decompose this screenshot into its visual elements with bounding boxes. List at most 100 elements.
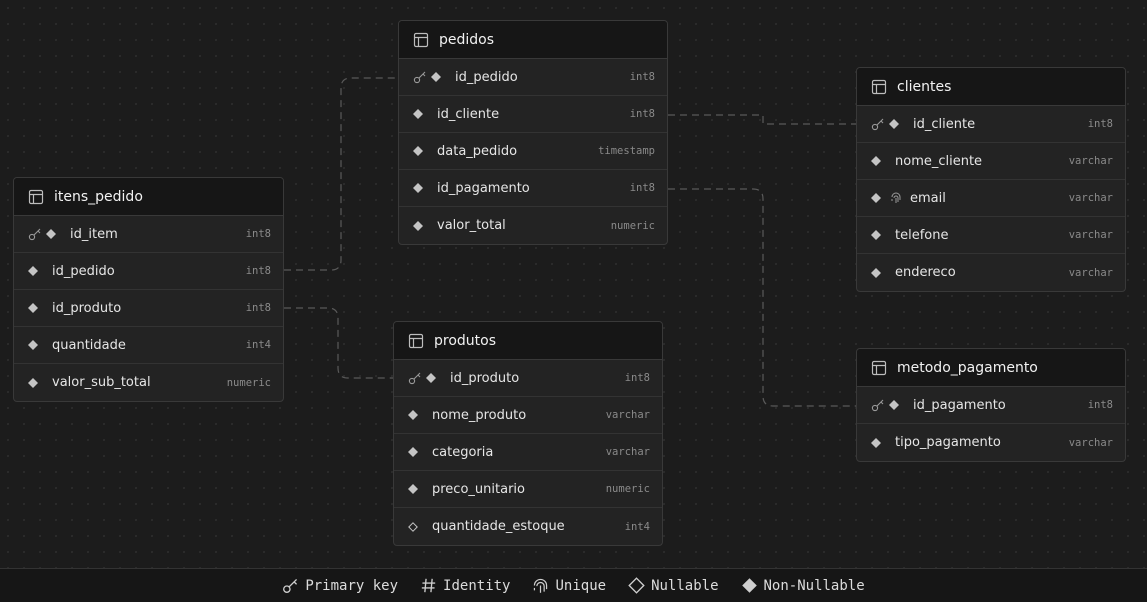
column-name: id_item (70, 226, 118, 242)
column-row[interactable]: id_produto int8 (394, 360, 662, 397)
non-nullable-icon (871, 437, 881, 448)
table-icon (871, 79, 887, 95)
column-type: int8 (629, 182, 655, 194)
non-nullable-icon (871, 193, 881, 203)
table-pedidos[interactable]: pedidos id_pedido int8 id_cliente int8 d… (398, 20, 668, 245)
column-name: id_produto (450, 370, 520, 386)
column-row[interactable]: id_cliente int8 (399, 96, 667, 133)
non-nullable-icon (28, 266, 38, 276)
column-row[interactable]: valor_total numeric (399, 207, 667, 244)
column-name: id_pedido (52, 263, 115, 279)
table-name: metodo_pagamento (897, 359, 1038, 376)
key-icon (871, 398, 885, 412)
non-nullable-icon (426, 373, 436, 383)
legend-non-nullable: Non-Nullable (741, 577, 865, 594)
table-header[interactable]: produtos (394, 322, 662, 360)
non-nullable-icon (46, 229, 56, 239)
column-name: id_pagamento (913, 397, 1006, 413)
column-row[interactable]: categoria varchar (394, 434, 662, 471)
column-name: nome_cliente (895, 153, 983, 169)
column-row[interactable]: nome_produto varchar (394, 397, 662, 434)
non-nullable-icon (413, 183, 423, 193)
column-type: varchar (1068, 266, 1113, 279)
table-header[interactable]: clientes (857, 68, 1125, 106)
hash-icon (420, 577, 437, 594)
table-clientes[interactable]: clientes id_cliente int8 nome_cliente va… (856, 67, 1126, 292)
legend-label: Nullable (651, 577, 719, 594)
relation-itens_pedido-pedidos (284, 77, 398, 271)
column-row[interactable]: nome_cliente varchar (857, 143, 1125, 180)
non-nullable-icon (28, 340, 38, 350)
column-type: int8 (245, 265, 271, 277)
legend-label: Unique (555, 577, 607, 594)
column-row[interactable]: id_pagamento int8 (399, 170, 667, 207)
key-icon (871, 117, 885, 131)
nullable-icon (408, 521, 418, 532)
table-itens_pedido[interactable]: itens_pedido id_item int8 id_pedido int8… (13, 177, 284, 402)
key-icon (282, 577, 299, 594)
column-name: quantidade_estoque (432, 519, 565, 534)
column-name: id_cliente (437, 106, 500, 122)
fingerprint-icon (889, 191, 903, 205)
column-name: id_produto (52, 300, 122, 316)
table-metodo_pagamento[interactable]: metodo_pagamento id_pagamento int8 tipo_… (856, 348, 1126, 462)
column-row[interactable]: id_produto int8 (14, 290, 283, 327)
column-type: numeric (610, 219, 655, 232)
legend-primary-key: Primary key (282, 577, 398, 594)
non-nullable-icon (413, 146, 423, 156)
column-name: preco_unitario (432, 481, 525, 497)
column-name: id_cliente (913, 116, 976, 132)
column-row[interactable]: preco_unitario numeric (394, 471, 662, 508)
column-row[interactable]: id_pedido int8 (399, 59, 667, 96)
nullable-icon (628, 577, 645, 594)
column-row[interactable]: valor_sub_total numeric (14, 364, 283, 401)
non-nullable-icon (413, 109, 423, 119)
column-type: int4 (245, 339, 271, 351)
table-header[interactable]: pedidos (399, 21, 667, 59)
fingerprint-icon (532, 577, 549, 594)
column-row[interactable]: id_pagamento int8 (857, 387, 1125, 424)
column-type: int8 (245, 228, 271, 240)
non-nullable-icon (28, 303, 38, 313)
table-name: pedidos (439, 31, 495, 48)
table-icon (28, 189, 44, 205)
column-row[interactable]: email varchar (857, 180, 1125, 217)
column-row[interactable]: id_cliente int8 (857, 106, 1125, 143)
non-nullable-icon (408, 410, 418, 420)
non-nullable-icon (408, 484, 418, 494)
legend-label: Non-Nullable (763, 577, 865, 594)
legend-identity: Identity (420, 577, 510, 594)
table-header[interactable]: metodo_pagamento (857, 349, 1125, 387)
column-type: varchar (1068, 192, 1113, 204)
column-type: int4 (624, 520, 650, 533)
column-row[interactable]: quantidade int4 (14, 327, 283, 364)
non-nullable-icon (431, 72, 441, 82)
column-type: varchar (1068, 155, 1113, 167)
table-header[interactable]: itens_pedido (14, 178, 283, 216)
column-row[interactable]: data_pedido timestamp (399, 133, 667, 170)
column-row[interactable]: telefone varchar (857, 217, 1125, 254)
table-icon (408, 333, 424, 349)
column-row[interactable]: tipo_pagamento varchar (857, 424, 1125, 461)
column-row[interactable]: endereco varchar (857, 254, 1125, 291)
non-nullable-icon (871, 267, 881, 278)
column-type: int8 (245, 302, 271, 314)
column-type: numeric (226, 376, 271, 389)
column-type: int8 (1087, 118, 1113, 130)
legend-nullable: Nullable (628, 577, 719, 594)
column-row[interactable]: quantidade_estoque int4 (394, 508, 662, 545)
table-produtos[interactable]: produtos id_produto int8 nome_produto va… (393, 321, 663, 546)
relation-itens_pedido-produtos (284, 307, 393, 379)
legend-label: Primary key (305, 577, 399, 594)
column-type: timestamp (598, 145, 655, 157)
table-icon (871, 360, 887, 376)
column-row[interactable]: id_pedido int8 (14, 253, 283, 290)
column-row[interactable]: id_item int8 (14, 216, 283, 253)
column-name: tipo_pagamento (895, 435, 1001, 450)
column-type: int8 (1087, 399, 1113, 411)
non-nullable-icon (741, 577, 758, 594)
non-nullable-icon (28, 377, 38, 388)
column-name: quantidade (52, 337, 126, 353)
column-name: email (910, 190, 946, 206)
